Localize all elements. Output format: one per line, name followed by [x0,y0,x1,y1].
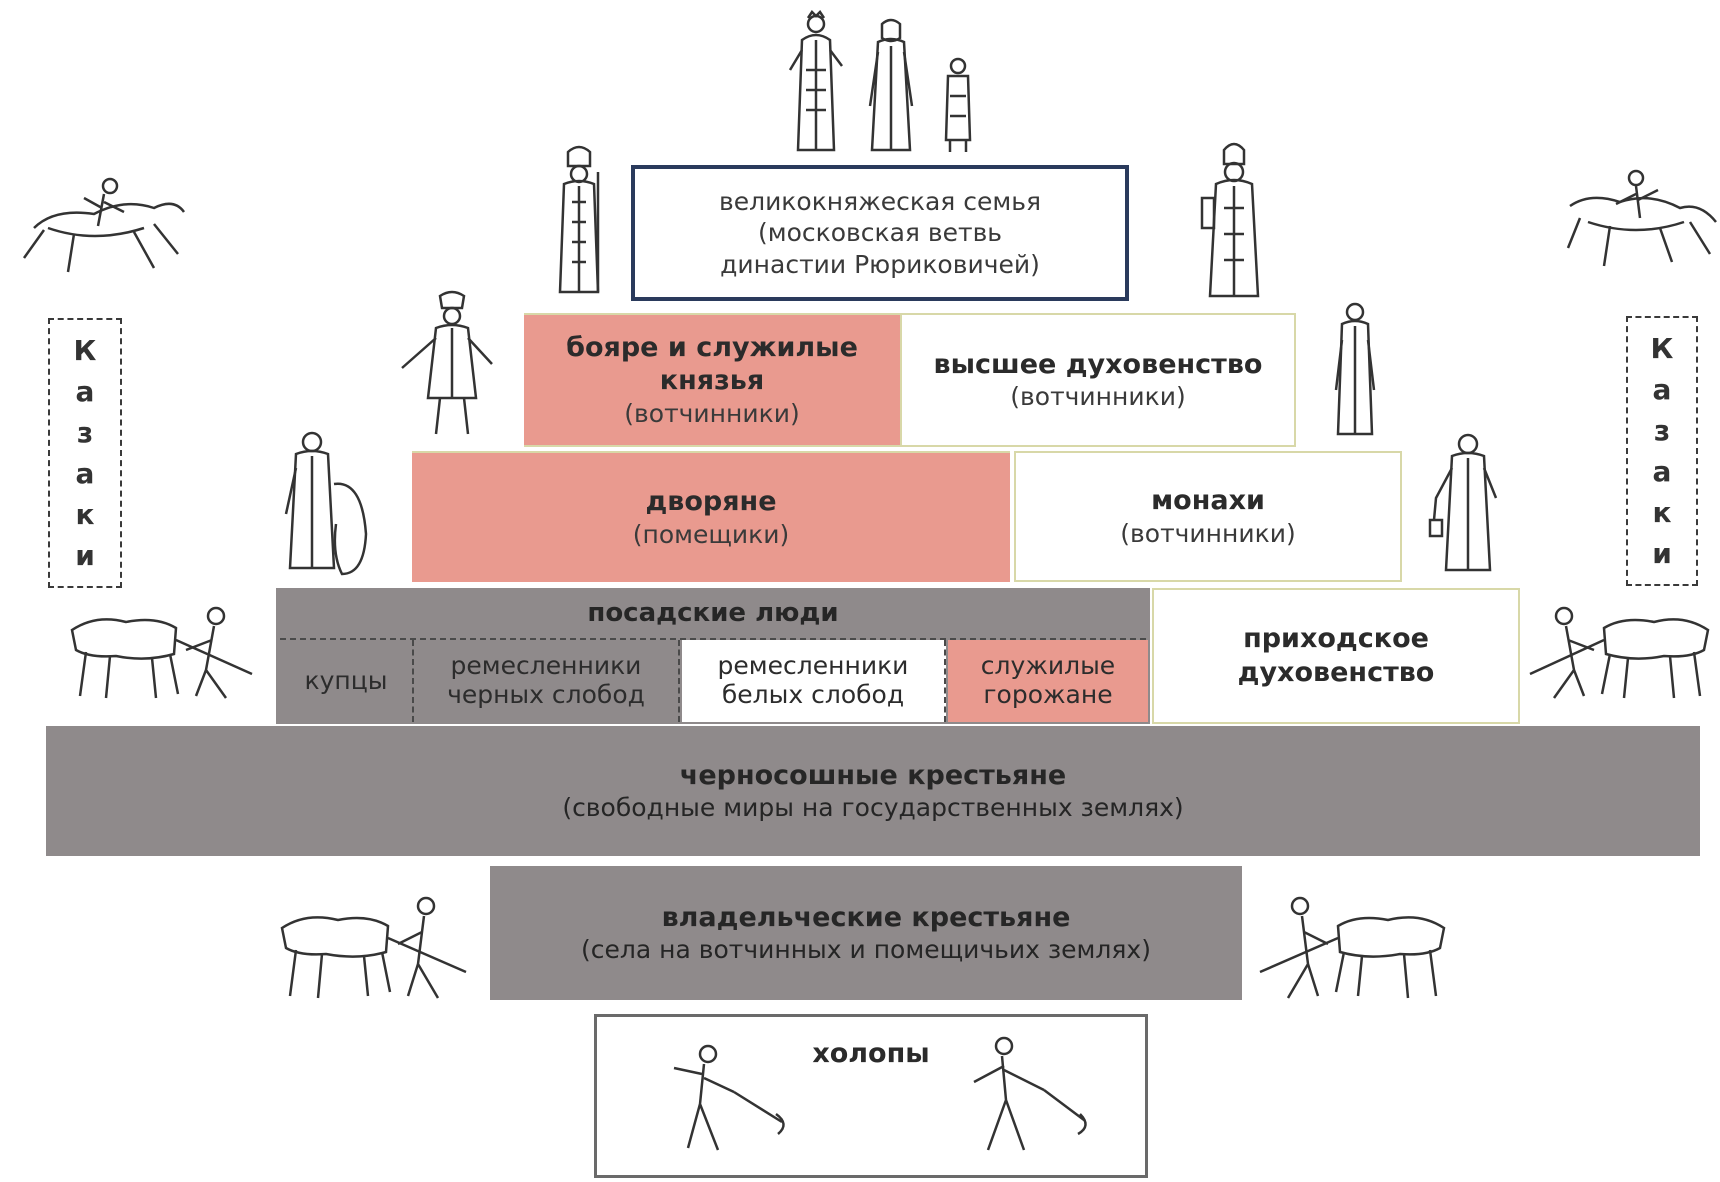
cossacks-left-letter: а [75,374,95,408]
white-artisans-line1: ремесленники [717,651,909,681]
higher-clergy-sub: (вотчинники) [1010,382,1186,412]
white-artisans-line2: белых слобод [721,680,905,709]
boyars-title2: князья [659,365,765,397]
owner-peasants-box: владельческие крестьяне (села на вотчинн… [490,866,1242,1000]
metropolitan-figure-icon [544,142,614,298]
child-figure-icon [938,56,978,156]
black-peasants-box: черносошные крестьяне (свободные миры на… [46,726,1700,856]
grand-family-box: великокняжеская семья (московская ветвь … [631,165,1129,301]
cossacks-right-letter: и [1652,536,1672,570]
nobles-box: дворяне (помещики) [412,451,1010,582]
service-townspeople-line1: служилые [980,651,1116,681]
cossacks-right-letter: к [1652,495,1672,529]
service-townspeople-line2: горожане [983,680,1113,709]
service-townspeople-cell: служилые горожане [948,640,1148,722]
black-artisans-cell: ремесленники черных слобод [414,640,680,722]
princess-figure-icon [864,16,918,156]
merchants-label: купцы [304,665,388,695]
plowman-icon [1250,892,1450,1004]
black-artisans-line1: ремесленники [450,651,642,681]
horseman-icon [1560,162,1720,280]
nobles-title: дворяне [645,486,777,517]
cossacks-left-letter: К [73,333,97,367]
horseman-icon [14,168,190,286]
monk-figure-icon [1428,428,1504,576]
grand-family-line1: великокняжеская семья [718,187,1042,217]
serfs-box: холопы [594,1014,1148,1178]
serf-figure-icon [954,1030,1094,1160]
boyars-sub: (вотчинники) [624,399,800,429]
parish-clergy-title: приходское [1243,623,1429,655]
prince-figure-icon [786,10,846,160]
patriarch-figure-icon [1198,138,1270,302]
black-peasants-title: черносошные крестьяне [679,759,1067,791]
parish-clergy-box: приходское духовенство [1152,588,1520,724]
cossacks-left-letter: и [75,538,95,572]
cossacks-left-box: К а з а к и [48,318,122,588]
boyar-figure-icon [396,288,500,440]
white-artisans-cell: ремесленники белых слобод [682,640,946,722]
monks-title: монахи [1151,485,1265,516]
grand-family-line3: династии Рюриковичей) [720,249,1040,279]
townspeople-divider [280,638,1146,640]
cossacks-right-box: К а з а к и [1626,316,1698,586]
cossacks-right-letter: з [1653,413,1671,447]
cossacks-left-letter: з [76,415,94,449]
townspeople-title: посадские люди [587,598,839,628]
cleric-figure-icon [1330,300,1380,440]
higher-clergy-box: высшее духовенство (вотчинники) [900,313,1296,447]
serf-figure-icon [664,1038,794,1160]
cossacks-right-letter: К [1650,331,1674,365]
noble-figure-icon [282,424,378,580]
plowman-icon [276,892,476,1004]
black-artisans-line2: черных слобод [447,680,645,709]
cossacks-left-letter: а [75,456,95,490]
black-peasants-sub: (свободные миры на государственных земля… [562,793,1184,823]
boyars-box: бояре и служилые князья (вотчинники) [524,313,900,447]
boyars-title: бояре и служилые [566,331,858,363]
merchants-cell: купцы [280,640,414,722]
owner-peasants-sub: (села на вотчинных и помещичьих землях) [581,935,1151,965]
cossacks-right-letter: а [1652,372,1672,406]
plowman-icon [1524,600,1714,704]
higher-clergy-title: высшее духовенство [933,348,1263,380]
parish-clergy-title2: духовенство [1237,657,1435,688]
nobles-sub: (помещики) [632,519,790,549]
monks-sub: (вотчинники) [1120,518,1296,548]
monks-box: монахи (вотчинники) [1014,451,1402,582]
cossacks-left-letter: к [75,497,95,531]
serfs-title: холопы [812,1038,930,1069]
plowman-icon [66,600,262,704]
owner-peasants-title: владельческие крестьяне [661,901,1071,933]
cossacks-right-letter: а [1652,454,1672,488]
grand-family-line2: (московская ветвь [757,218,1003,248]
